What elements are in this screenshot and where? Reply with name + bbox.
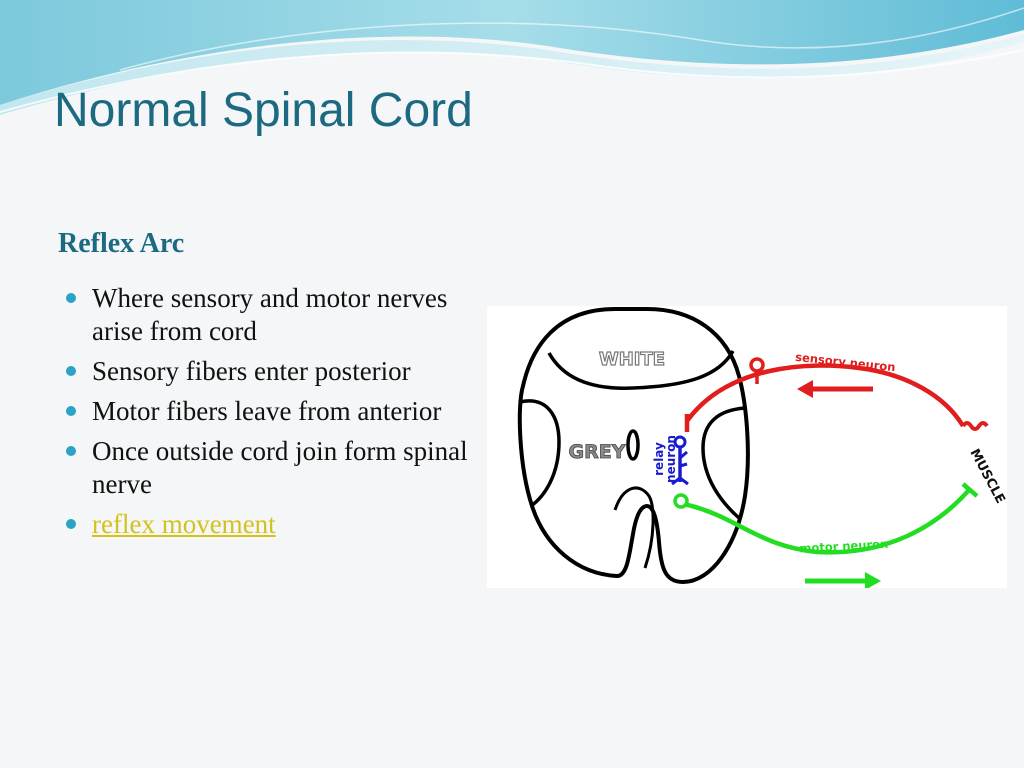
grey-matter-boundary-left: [519, 399, 561, 508]
bullet-item: Once outside cord join form spinal nerve: [64, 435, 494, 501]
bullet-dot-icon: [66, 446, 76, 456]
bullet-item-link: reflex movement: [64, 508, 494, 541]
header-wave-decoration: [0, 0, 1024, 115]
reflex-arc-diagram: WHITE GREY relay neuron sensory neuron: [487, 306, 1007, 588]
grey-matter-label: GREY: [569, 441, 626, 463]
bullet-item: Motor fibers leave from anterior: [64, 395, 494, 428]
motor-direction-arrow: [805, 572, 881, 588]
muscle-label: MUSCLE: [966, 447, 1007, 507]
reflex-arc-svg: WHITE GREY relay neuron sensory neuron: [517, 307, 1007, 588]
motor-neuron: [673, 482, 979, 555]
bullet-list: Where sensory and motor nerves arise fro…: [64, 282, 494, 548]
anterior-fissure: [613, 486, 655, 569]
slide-title: Normal Spinal Cord: [54, 84, 473, 137]
sensory-direction-arrow: [797, 380, 873, 398]
spinal-cord-outline: [517, 307, 750, 585]
grey-matter-boundary-right: [701, 406, 746, 520]
bullet-text: Where sensory and motor nerves arise fro…: [92, 283, 448, 346]
bullet-text: Once outside cord join form spinal nerve: [92, 436, 468, 499]
bullet-text: Sensory fibers enter posterior: [92, 356, 411, 386]
slide-subtitle: Reflex Arc: [58, 228, 185, 259]
grey-matter-boundary-upper: [547, 350, 735, 390]
relay-label-line1: relay: [652, 442, 666, 476]
bullet-text: Motor fibers leave from anterior: [92, 396, 442, 426]
reflex-movement-link[interactable]: reflex movement: [92, 509, 276, 539]
bullet-item: Where sensory and motor nerves arise fro…: [64, 282, 494, 348]
bullet-dot-icon: [66, 366, 76, 376]
sensory-neuron: [684, 357, 989, 432]
sensory-neuron-label: sensory neuron: [795, 350, 897, 374]
motor-neuron-label: motor neuron: [799, 537, 889, 556]
relay-neuron: [671, 435, 689, 486]
bullet-dot-icon: [66, 406, 76, 416]
central-canal: [626, 429, 640, 461]
bullet-dot-icon: [66, 519, 76, 529]
white-matter-label: WHITE: [599, 349, 665, 370]
relay-label-line2: neuron: [664, 435, 678, 483]
bullet-dot-icon: [66, 293, 76, 303]
bullet-item: Sensory fibers enter posterior: [64, 355, 494, 388]
